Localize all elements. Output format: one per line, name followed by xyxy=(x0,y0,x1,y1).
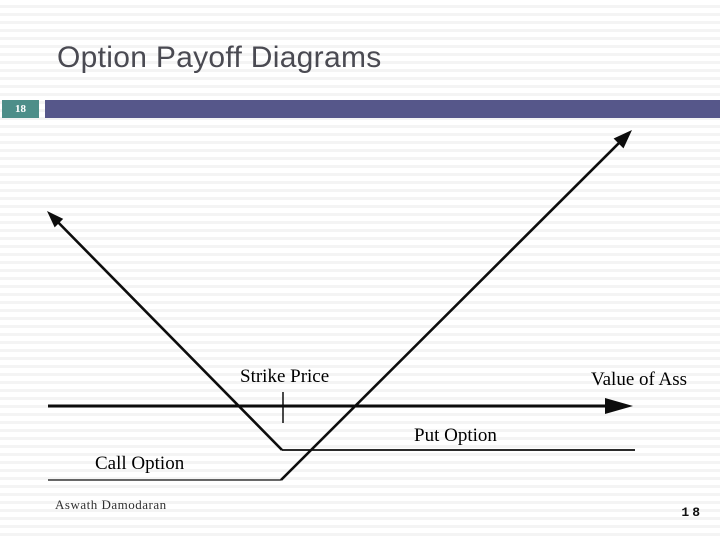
put-payoff-diagonal-arrowhead xyxy=(47,211,64,228)
put-option-label: Put Option xyxy=(414,425,497,446)
slide-number-badge: 18 xyxy=(2,100,39,118)
slide-title: Option Payoff Diagrams xyxy=(57,41,382,74)
call-option-label: Call Option xyxy=(95,453,185,474)
footer-author: Aswath Damodaran xyxy=(55,497,167,512)
call-payoff-diagonal xyxy=(280,137,625,481)
call-payoff-diagonal-arrowhead xyxy=(613,130,632,149)
page-number: 18 xyxy=(681,505,703,520)
put-payoff-diagonal xyxy=(53,217,283,451)
value-of-asset-label: Value of Ass xyxy=(591,369,688,390)
asset-value-axis-arrowhead xyxy=(605,398,633,414)
strike-price-label: Strike Price xyxy=(240,366,330,387)
accent-bar xyxy=(45,100,720,118)
